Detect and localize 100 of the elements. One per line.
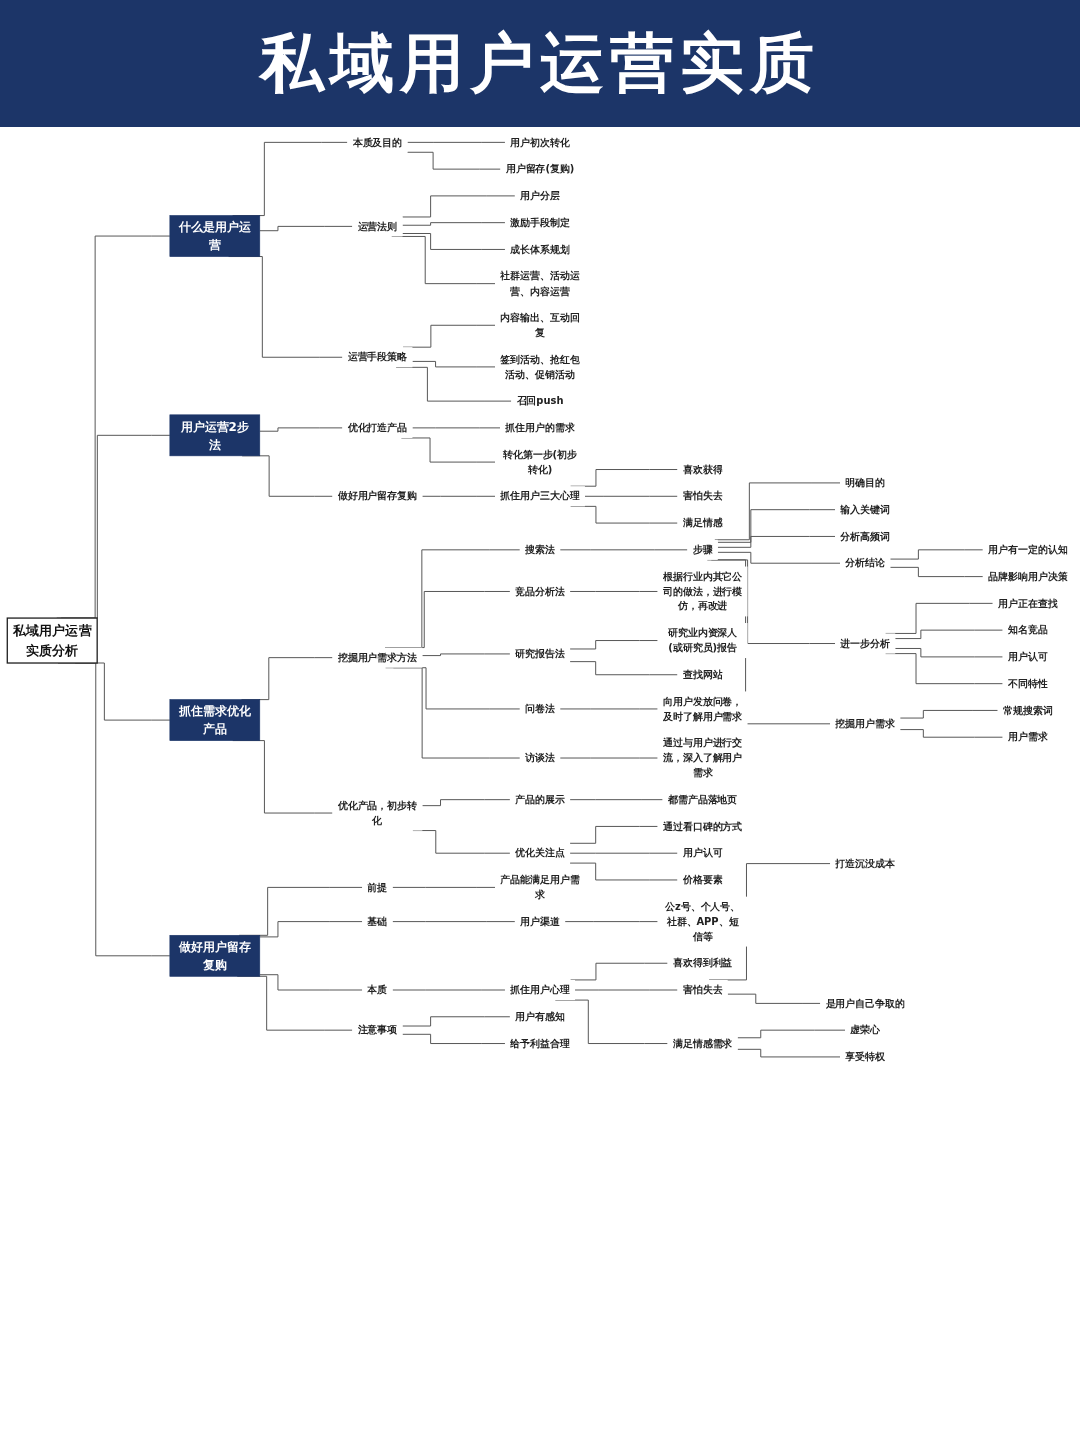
connector	[392, 989, 506, 991]
node-text: 本质及目的	[352, 136, 403, 149]
node-text: 抓住用户的需求	[505, 421, 575, 434]
connector	[717, 509, 836, 543]
node-text: 知名竞品	[1007, 624, 1048, 636]
node-text: 竞品分析法	[515, 585, 565, 598]
connector	[569, 661, 678, 676]
node-box: 用户运营2步法	[169, 414, 261, 457]
connector	[889, 549, 984, 560]
connector	[411, 360, 496, 368]
node-text: 分析高频词	[840, 530, 890, 543]
node-text: 用户正在查找	[998, 597, 1058, 610]
connector	[569, 799, 664, 801]
connector	[569, 852, 678, 854]
connector	[564, 921, 659, 923]
connector	[392, 921, 516, 923]
node-text: 用户认可	[682, 847, 723, 859]
node-text: 是用户自己争取的	[825, 997, 905, 1010]
connector	[889, 566, 984, 578]
node-text: 用户初次转化	[510, 136, 570, 149]
node-text: 用户认可	[1007, 650, 1048, 663]
connector	[899, 729, 1004, 738]
node-text: 用户有感知	[515, 1010, 565, 1023]
node-text: 问卷法	[525, 702, 555, 715]
node-text: 喜欢获得	[682, 463, 723, 476]
connector	[259, 427, 343, 432]
node-text: 产品能满足用户需求	[500, 873, 580, 901]
node-text: 用户有一定的认知	[988, 543, 1068, 556]
node-text: 注意事项	[357, 1024, 398, 1036]
node-text: 享受特权	[845, 1050, 886, 1063]
connector	[402, 222, 506, 226]
connector	[569, 590, 659, 592]
node-text: 喜欢得到利益	[672, 957, 733, 970]
node-text: 挖掘用户需求	[835, 717, 895, 730]
node-text: 不同特性	[1007, 677, 1048, 690]
node-text: 激励手段制定	[510, 216, 570, 229]
node-text: 通过与用户进行交流，深入了解用户需求	[662, 737, 743, 779]
connector	[402, 195, 516, 218]
node-text: 社群运营、活动运营、内容运营	[500, 270, 580, 297]
node-text: 访谈法	[525, 751, 555, 764]
connector	[259, 974, 363, 991]
node-text: 成长体系规划	[510, 243, 570, 256]
node-box: 私域用户运营实质分析	[6, 617, 98, 664]
node-box: 抓住需求优化产品	[169, 699, 261, 741]
node-text: 虚荣心	[850, 1024, 881, 1036]
node-text: 研究报告法	[515, 647, 565, 660]
node-text: 输入关键词	[840, 503, 890, 516]
node-text: 优化产品，初步转化	[337, 799, 418, 827]
node-box: 什么是用户运营	[169, 215, 261, 257]
connector	[559, 757, 659, 759]
node-text: 通过看口碑的方式	[662, 820, 743, 833]
connector	[894, 629, 1004, 640]
node-text: 用户分层	[520, 189, 560, 202]
connector	[421, 799, 511, 807]
connector	[402, 1033, 506, 1045]
node-text: 用户渠道	[520, 915, 560, 928]
connector	[584, 495, 678, 497]
title-banner: 私域用户运营实质	[0, 0, 1080, 127]
connector	[727, 993, 821, 1004]
connector	[407, 141, 506, 143]
connector	[894, 647, 1004, 658]
node-text: 常规搜索词	[1002, 704, 1053, 717]
node-text: 本质	[367, 983, 388, 996]
connector	[407, 151, 501, 170]
connector	[717, 551, 841, 564]
connector	[717, 535, 836, 548]
node-text: 优化打造产品	[347, 421, 408, 434]
node-text: 前提	[367, 881, 388, 894]
connector	[559, 549, 688, 551]
node-text: 用户留存(复购)	[505, 163, 575, 175]
connector	[400, 437, 496, 463]
connector	[899, 709, 999, 719]
connector	[411, 427, 501, 429]
connector	[737, 1029, 846, 1039]
connector	[421, 495, 496, 497]
node-box: 做好用户留存复购	[169, 935, 261, 977]
node-text: 分析结论	[845, 557, 886, 569]
node-text: 害怕失去	[682, 490, 723, 503]
connector	[569, 640, 659, 650]
connector	[569, 825, 659, 844]
node-text: 转化第一步(初步转化)	[503, 448, 577, 476]
node-text: 明确目的	[845, 476, 886, 489]
node-text: 满足情感需求	[672, 1037, 733, 1050]
node-text: 搜索法	[525, 543, 555, 556]
node-text: 品牌影响用户决策	[988, 570, 1068, 583]
node-text: 优化关注点	[515, 847, 565, 859]
node-text: 产品的展示	[515, 793, 565, 806]
node-text: 签到活动、抢红包活动、促销活动	[500, 353, 580, 381]
node-text: 给予利益合理	[510, 1037, 570, 1050]
connector	[259, 921, 363, 938]
node-text: 基础	[367, 915, 388, 928]
connector	[421, 653, 511, 657]
node-text: 打造沉没成本	[835, 857, 895, 870]
connector	[559, 708, 659, 710]
connector	[569, 862, 678, 881]
connector	[574, 989, 678, 991]
connector	[259, 225, 353, 232]
node-text: 内容输出、互动回复	[500, 311, 580, 339]
node-text: 价格要素	[682, 873, 723, 886]
connector	[737, 1048, 841, 1058]
